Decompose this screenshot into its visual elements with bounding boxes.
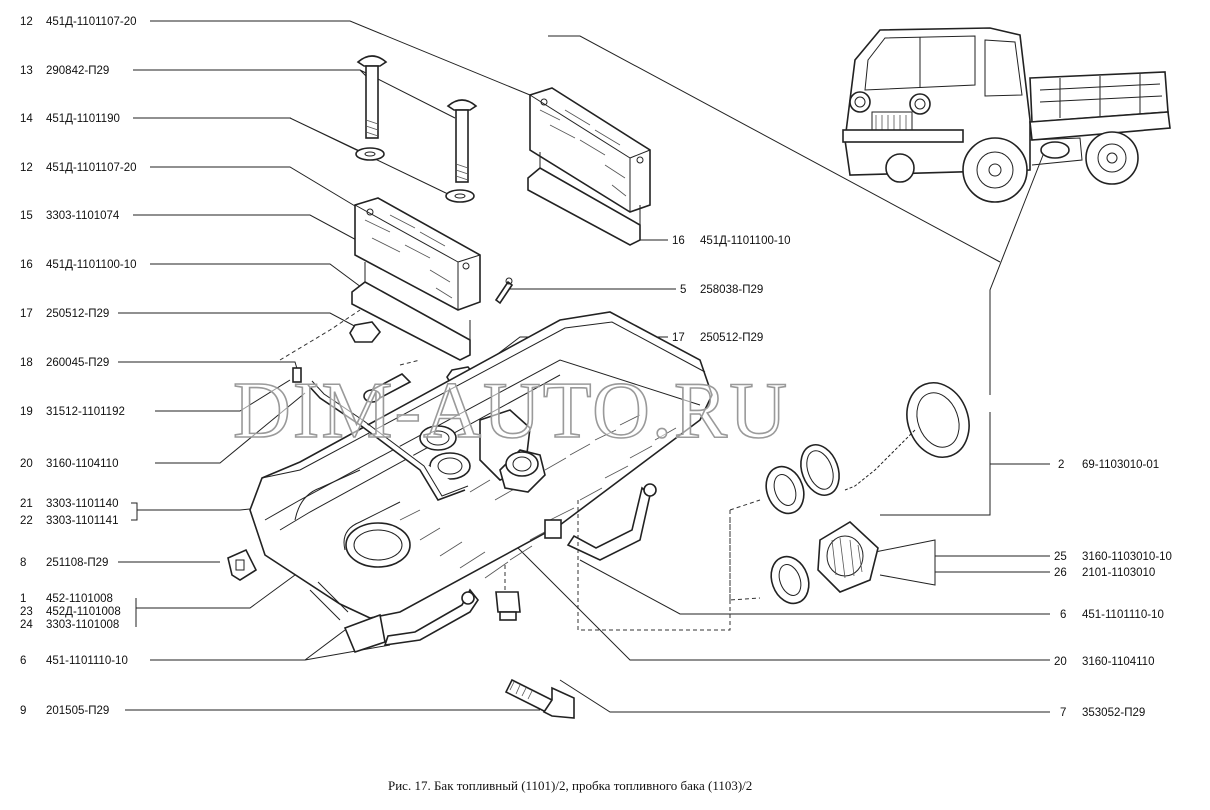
- callout-num-23: 23: [20, 606, 33, 618]
- callout-num-17: 17: [20, 308, 33, 320]
- callout-code-23: 452Д-1101008: [46, 606, 121, 618]
- callout-code-20: 3160-1104110: [46, 458, 118, 470]
- callout-code-8: 251108-П29: [46, 557, 108, 569]
- callout-code-21: 3303-1101140: [46, 498, 118, 510]
- callout-num-13: 13: [20, 65, 33, 77]
- callout-code-5: 258038-П29: [700, 284, 763, 296]
- callout-code-17: 250512-П29: [46, 308, 109, 320]
- callout-code-16: 451Д-1101100-10: [46, 259, 137, 271]
- callout-num-1: 1: [20, 593, 26, 605]
- callout-num-6r: 6: [1060, 609, 1066, 621]
- callout-num-6: 6: [20, 655, 26, 667]
- callout-num-20r: 20: [1054, 656, 1067, 668]
- callout-num-21: 21: [20, 498, 33, 510]
- callout-code-15: 3303-1101074: [46, 210, 120, 222]
- truck-illustration: [842, 27, 1171, 203]
- fuel-tank: [227, 311, 713, 719]
- filler-cap-assembly: [279, 309, 970, 631]
- callout-num-19: 19: [20, 406, 33, 418]
- callout-num-25: 25: [1054, 551, 1067, 563]
- callout-num-5: 5: [680, 284, 686, 296]
- callout-code-9: 201505-П29: [46, 705, 109, 717]
- callout-num-17i: 17: [672, 332, 685, 344]
- callout-num-12a: 12: [20, 16, 33, 28]
- callout-code-25: 3160-1103010-10: [1082, 551, 1172, 563]
- callout-num-26: 26: [1054, 567, 1067, 579]
- callout-num-24: 24: [20, 619, 33, 631]
- callout-num-15: 15: [20, 210, 33, 222]
- callout-num-18: 18: [20, 357, 33, 369]
- callout-code-16i: 451Д-1101100-10: [700, 235, 791, 247]
- callout-code-12b: 451Д-1101107-20: [46, 162, 137, 174]
- tank-straps: [309, 483, 657, 653]
- callout-code-6r: 451-1101110-10: [1082, 609, 1164, 621]
- left-callouts: 12 451Д-1101107-20 13 290842-П29 14 451Д…: [20, 16, 137, 717]
- callout-num-22: 22: [20, 515, 33, 527]
- callout-code-13: 290842-П29: [46, 65, 109, 77]
- callout-code-17i: 250512-П29: [700, 332, 763, 344]
- callout-code-2: 69-1103010-01: [1082, 459, 1159, 471]
- callout-num-16: 16: [20, 259, 33, 271]
- callout-code-18: 260045-П29: [46, 357, 109, 369]
- callout-code-20r: 3160-1104110: [1082, 656, 1154, 668]
- callout-code-6: 451-1101110-10: [46, 655, 128, 667]
- right-callouts: 2 69-1103010-01 25 3160-1103010-10 26 21…: [672, 235, 1172, 719]
- bolts-and-brackets: [292, 55, 651, 403]
- callout-code-7: 353052-П29: [1082, 707, 1145, 719]
- callout-code-26: 2101-1103010: [1082, 567, 1155, 579]
- callout-code-1: 452-1101008: [46, 593, 113, 605]
- callout-num-14: 14: [20, 113, 33, 125]
- figure-caption: Рис. 17. Бак топливный (1101)/2, пробка …: [388, 778, 752, 793]
- callout-code-12a: 451Д-1101107-20: [46, 16, 137, 28]
- callout-num-8: 8: [20, 557, 26, 569]
- callout-code-22: 3303-1101141: [46, 515, 118, 527]
- callout-code-14: 451Д-1101190: [46, 113, 120, 125]
- callout-num-9: 9: [20, 705, 26, 717]
- callout-code-24: 3303-1101008: [46, 619, 119, 631]
- callout-num-16i: 16: [672, 235, 685, 247]
- callout-num-20: 20: [20, 458, 33, 470]
- callout-code-19: 31512-1101192: [46, 406, 125, 418]
- callout-num-7: 7: [1060, 707, 1066, 719]
- callout-num-12b: 12: [20, 162, 33, 174]
- callout-num-2: 2: [1058, 459, 1064, 471]
- watermark-text: DIM-AUTO.RU: [233, 367, 789, 455]
